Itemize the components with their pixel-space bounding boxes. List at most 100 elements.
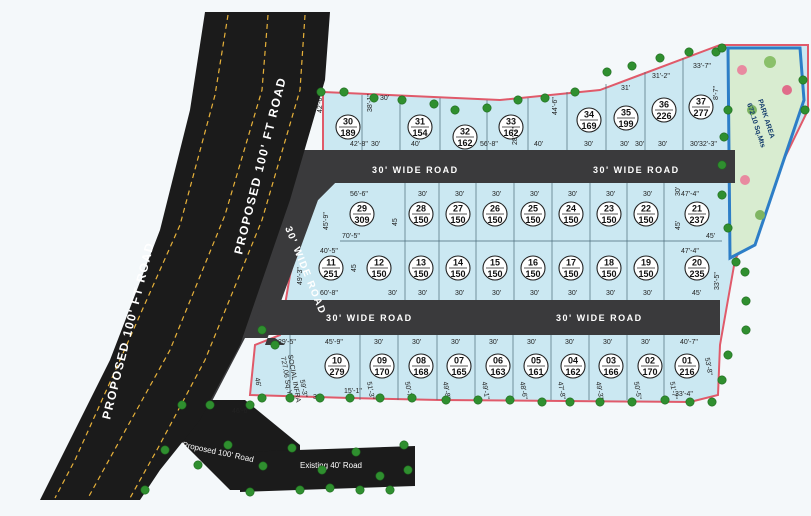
plot-number: 10 — [332, 356, 342, 366]
flower-icon — [782, 85, 792, 95]
tree-icon — [140, 485, 150, 495]
tree-icon — [369, 93, 379, 103]
plot-area-value: 251 — [323, 269, 338, 279]
plot-number: 05 — [531, 356, 541, 366]
plot-area-value: 162 — [503, 128, 518, 138]
tree-icon — [315, 393, 325, 403]
tree-icon — [317, 465, 327, 475]
dimension-label: 30' — [492, 290, 501, 297]
plot-area-value: 150 — [487, 215, 502, 225]
road-label-30-bottom-a: 30' WIDE ROAD — [326, 313, 413, 323]
tree-icon — [505, 395, 515, 405]
plot-area-value: 150 — [525, 269, 540, 279]
dimension-label: 70'-5" — [342, 233, 360, 240]
tree-icon — [223, 440, 233, 450]
tree-icon — [537, 397, 547, 407]
dimension-label: 45' — [706, 233, 715, 240]
dimension-label: 56'-6" — [350, 191, 368, 198]
tree-icon — [655, 53, 665, 63]
plot-number: 03 — [606, 356, 616, 366]
tree-icon — [800, 105, 810, 115]
plot-number: 22 — [641, 204, 651, 214]
tree-icon — [717, 43, 727, 53]
plot-area-value: 237 — [689, 215, 704, 225]
dimension-label: 30' — [388, 290, 397, 297]
plot-area-value: 150 — [371, 269, 386, 279]
plot-markers: 0121602170031660416205161061630716508168… — [318, 94, 714, 379]
tree-icon — [740, 267, 750, 277]
plot-area-value: 279 — [329, 367, 344, 377]
plot-area-value: 226 — [656, 111, 671, 121]
road-label-30-top-b: 30' WIDE ROAD — [593, 165, 680, 175]
plot-number: 04 — [568, 356, 578, 366]
tree-icon — [193, 460, 203, 470]
tree-icon — [355, 485, 365, 495]
dimension-label: 30' — [418, 290, 427, 297]
plot-number: 18 — [604, 258, 614, 268]
plot-area-value: 169 — [581, 121, 596, 131]
plot-number: 13 — [416, 258, 426, 268]
plot-number: 32 — [460, 127, 470, 137]
plot-area-value: 150 — [450, 215, 465, 225]
tree-icon — [245, 400, 255, 410]
tree-icon — [602, 67, 612, 77]
tree-icon — [731, 257, 741, 267]
dimension-label: 56'-8" — [480, 141, 498, 148]
dimension-label: 30' — [374, 339, 383, 346]
plot-area-value: 277 — [693, 108, 708, 118]
dimension-label: 45' — [675, 221, 682, 230]
tree-icon — [723, 350, 733, 360]
tree-icon — [707, 397, 717, 407]
plot-area-value: 150 — [525, 215, 540, 225]
tree-icon — [403, 465, 413, 475]
tree-icon — [399, 440, 409, 450]
dimension-label: 49'-3" — [297, 267, 304, 285]
tree-icon — [258, 461, 268, 471]
dimension-label: 30' — [451, 339, 460, 346]
dimension-label: 30' — [620, 141, 629, 148]
tree-icon — [717, 190, 727, 200]
plot-area-value: 170 — [374, 367, 389, 377]
tree-icon — [345, 393, 355, 403]
dimension-label: 30' — [584, 141, 593, 148]
tree-icon — [397, 95, 407, 105]
